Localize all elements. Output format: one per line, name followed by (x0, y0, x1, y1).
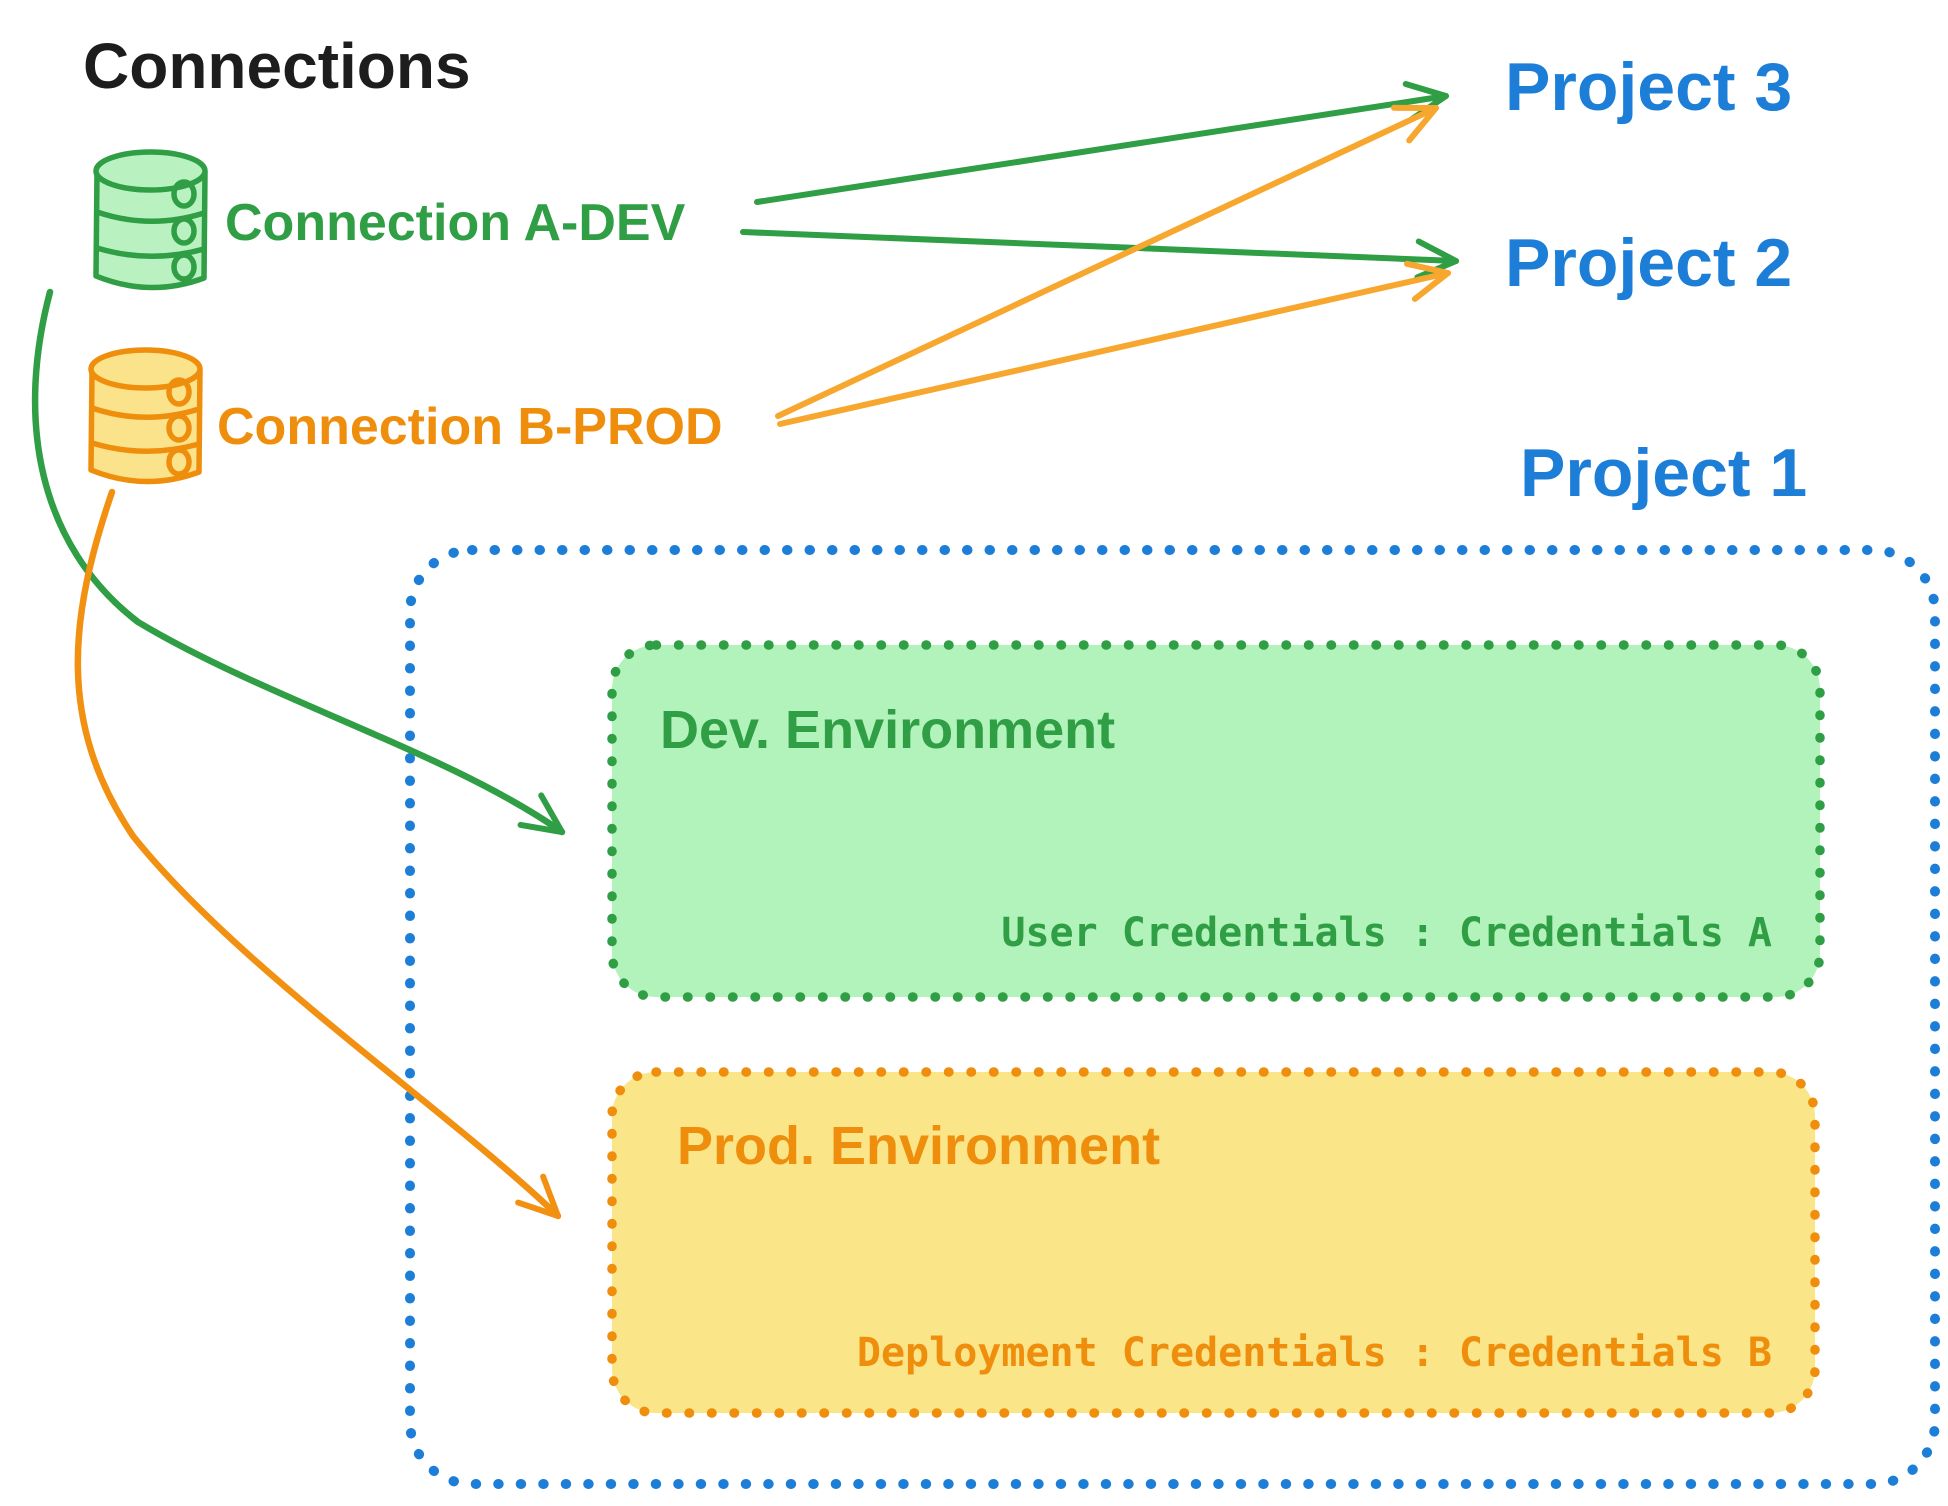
project2-label: Project 2 (1505, 225, 1792, 301)
dev-environment-title: Dev. Environment (660, 700, 1115, 760)
project1-label: Project 1 (1520, 435, 1807, 511)
dev-environment-credentials: User Credentials : Credentials A (1001, 910, 1772, 956)
prod-environment-credentials: Deployment Credentials : Credentials B (857, 1330, 1772, 1376)
arrow-b-prod-to-project3 (775, 104, 1439, 419)
diagram-title: Connections (83, 30, 471, 102)
project3-label: Project 3 (1505, 49, 1792, 125)
connection-b-prod-label: Connection B-PROD (217, 398, 723, 456)
database-icon (88, 347, 203, 485)
dev-environment-box (607, 640, 1825, 1002)
connection-a-dev-label: Connection A-DEV (225, 194, 686, 252)
prod-environment-box (607, 1067, 1820, 1418)
prod-environment-title: Prod. Environment (677, 1116, 1160, 1176)
arrow-b-prod-to-prod-environment (74, 488, 562, 1220)
project1-container-box (405, 545, 1940, 1489)
arrow-a-dev-to-dev-environment (31, 288, 566, 836)
arrow-a-dev-to-project2 (740, 229, 1459, 281)
database-icon (93, 149, 208, 291)
arrow-b-prod-to-project2 (777, 260, 1451, 427)
arrow-a-dev-to-project3 (754, 80, 1449, 205)
